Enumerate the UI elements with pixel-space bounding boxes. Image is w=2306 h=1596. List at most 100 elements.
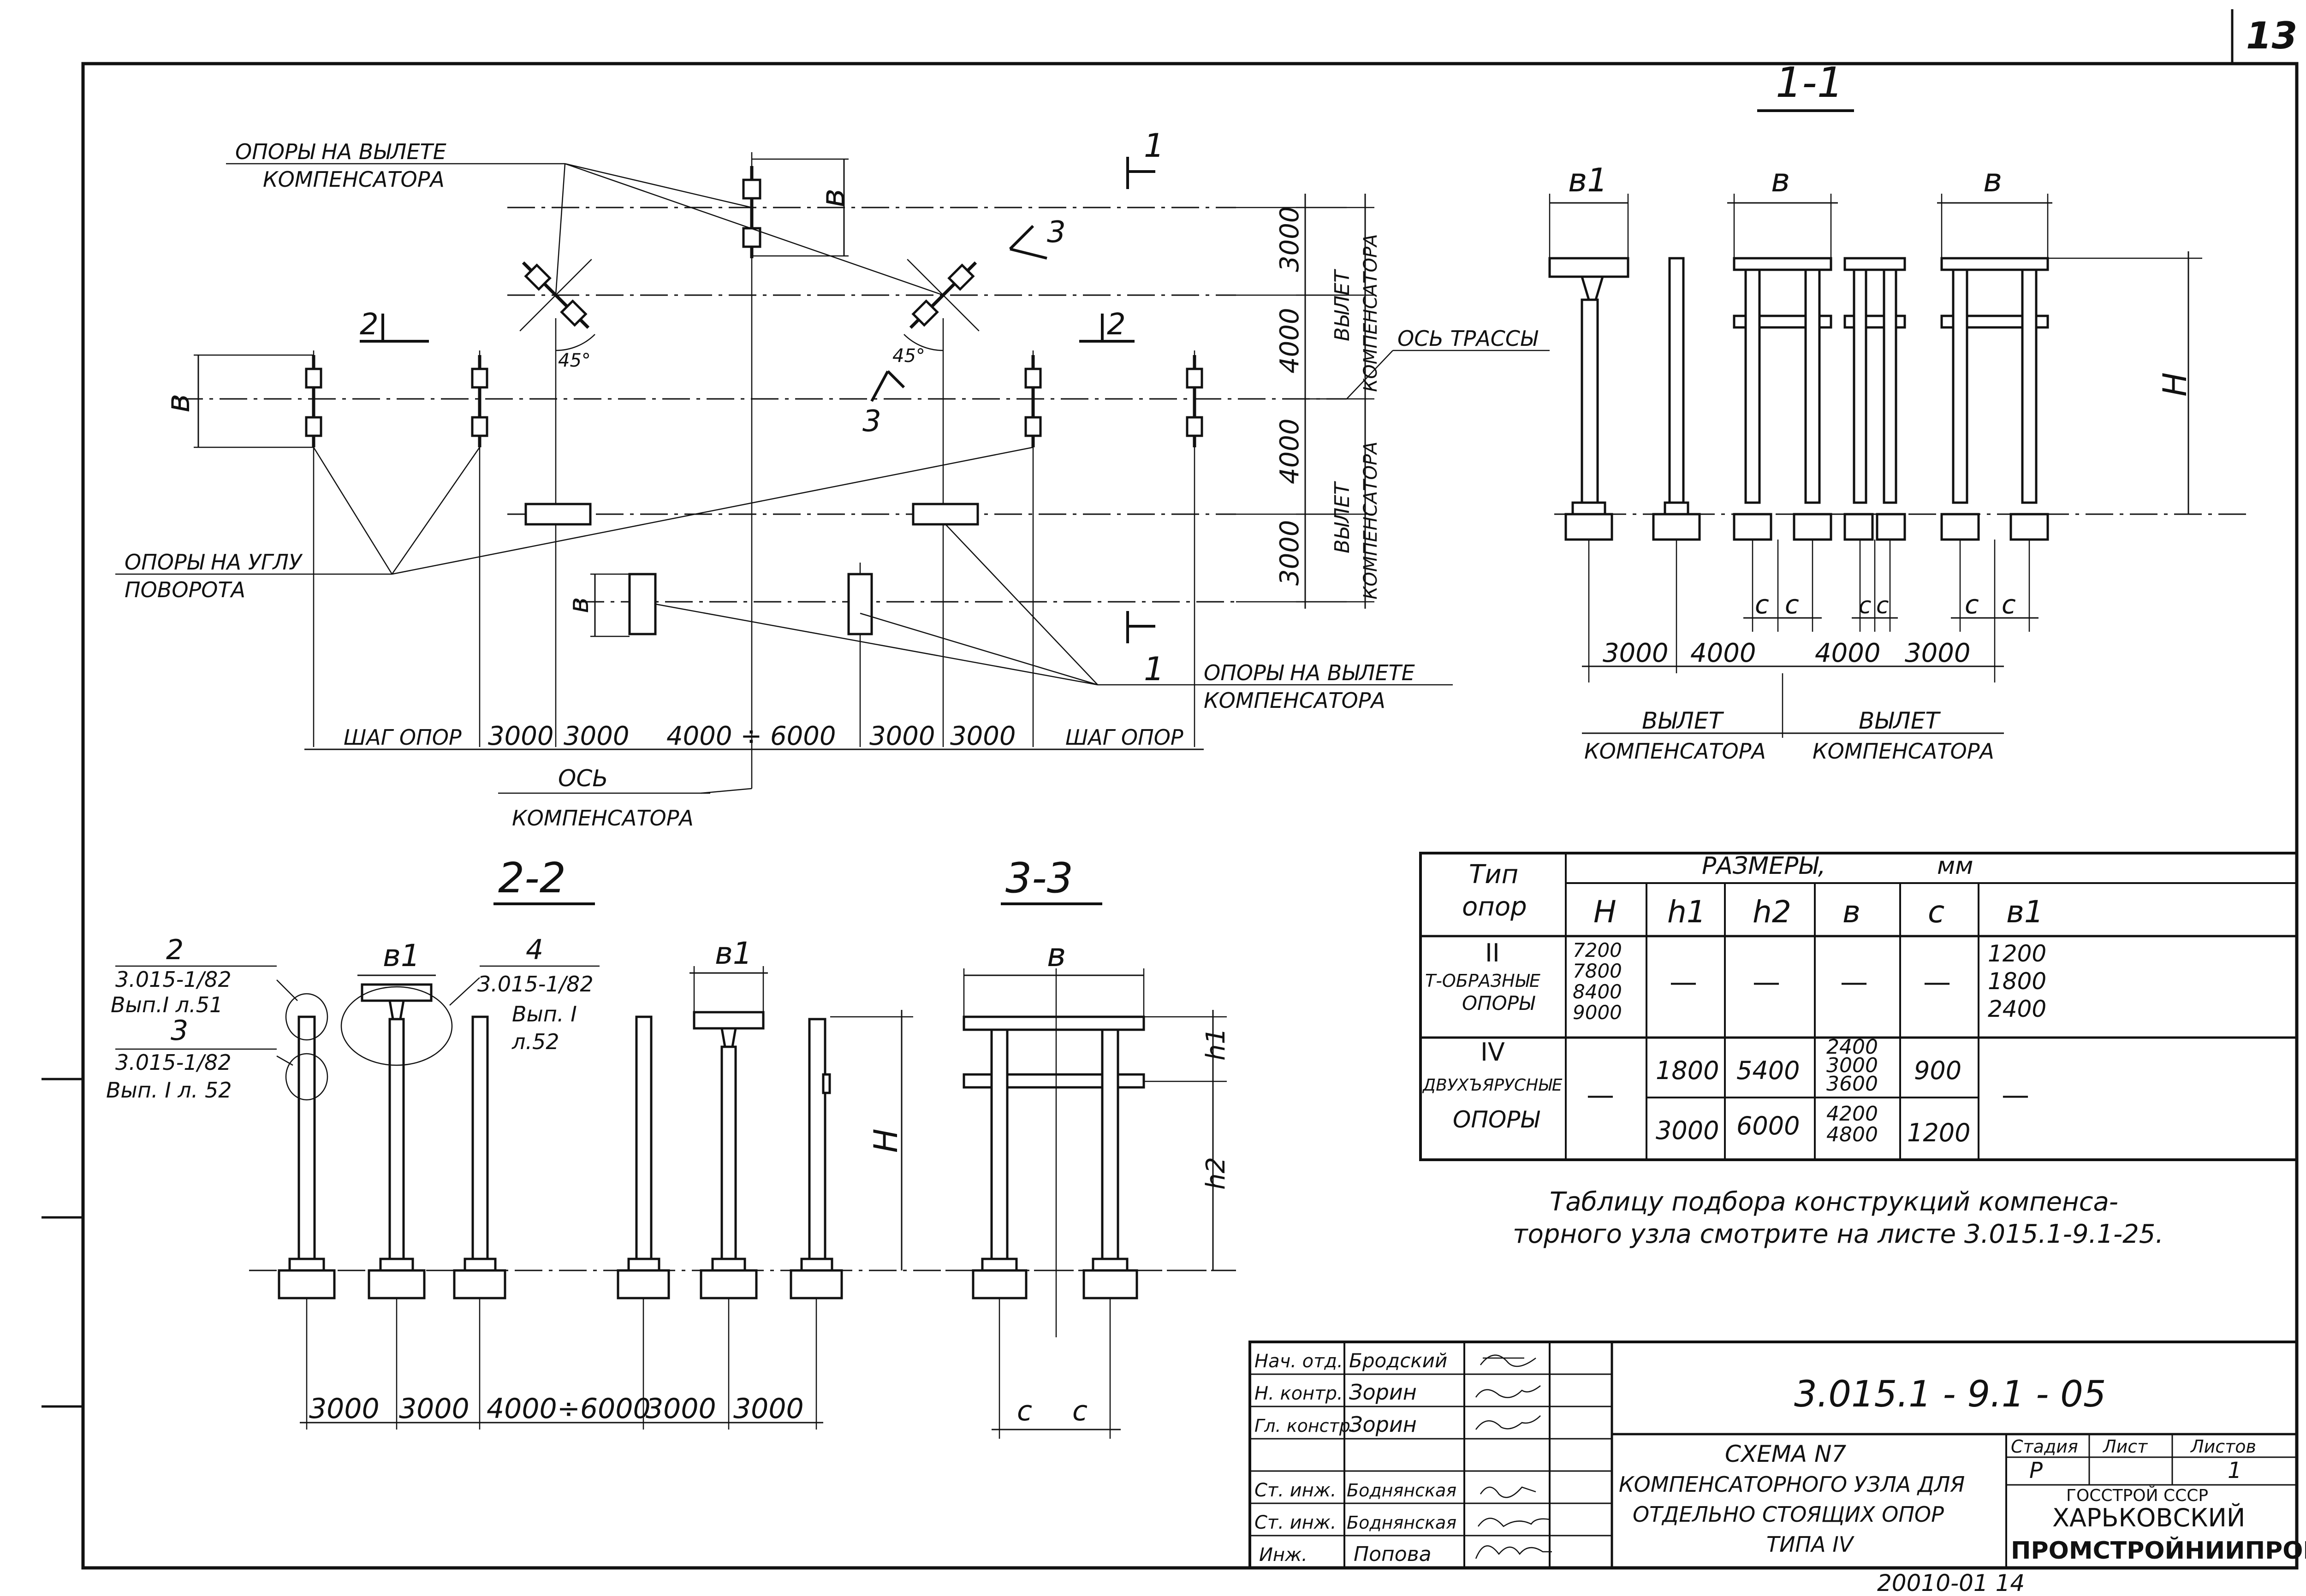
- s22-dim: 3000: [646, 1393, 716, 1425]
- svg-text:2: 2: [360, 308, 379, 342]
- label-supports-corner-1: ОПОРЫ НА УГЛУ: [125, 550, 303, 575]
- stamp-title-2: КОМПЕНСАТОРНОГО УЗЛА ДЛЯ: [1619, 1472, 1965, 1497]
- row2-name-2: ОПОРЫ: [1453, 1106, 1540, 1133]
- callout-3-ref-1: 3.015-1/82: [115, 1050, 232, 1075]
- t-support: [1548, 257, 1629, 541]
- section-3-3-title: 3-3: [1005, 854, 1073, 902]
- s11-label-c: с: [1876, 592, 1889, 619]
- s22-column: [453, 1015, 506, 1299]
- row2-h2-a: 5400: [1736, 1056, 1800, 1085]
- stamp-sheets-label: Листов: [2190, 1436, 2256, 1457]
- cut-mark-3-top: 3: [1009, 215, 1066, 260]
- s11-label-c: с: [1965, 590, 1979, 620]
- page-number: 13: [2246, 14, 2297, 57]
- svg-text:2: 2: [1107, 308, 1126, 342]
- plan-bottom-dim: 3000: [950, 721, 1016, 751]
- svg-text:1: 1: [1144, 650, 1165, 688]
- label-supports-cantilever-bottom-1: ОПОРЫ НА ВЫЛЕТЕ: [1204, 660, 1415, 685]
- s22-column: [278, 1015, 336, 1299]
- crossbar-support: [628, 573, 657, 635]
- plan-view: 45° 45° в в в 3000 4000 4000 3000 ВЫЛЕТ …: [115, 127, 1550, 831]
- section-2-2-title: 2-2: [498, 854, 566, 902]
- row2-b-a: 3600: [1826, 1072, 1878, 1096]
- stamp-org-3: ПРОМСТРОЙНИИПРОЕКТ: [2011, 1537, 2306, 1565]
- s11-komp-1: КОМПЕНСАТОРА: [1584, 739, 1766, 764]
- plan-bottom-dim: 3000: [488, 721, 554, 751]
- s11-label-c: с: [1755, 590, 1769, 620]
- plan-right-dim: 3000: [1275, 206, 1305, 272]
- row1-b1: 1800: [1988, 968, 2046, 995]
- row2-c-a: 900: [1914, 1056, 1961, 1085]
- plan-vylet-bottom: ВЫЛЕТ: [1331, 481, 1354, 553]
- plan-dim-b-top: в: [814, 189, 852, 208]
- section-1-1: 1-1: [1548, 59, 2246, 764]
- table-col-H: Н: [1593, 894, 1617, 930]
- stamp-sheet-label: Лист: [2102, 1436, 2148, 1457]
- sheet-frame: [42, 9, 2299, 1570]
- row1-H: 9000: [1573, 1001, 1622, 1024]
- s33-label-c: с: [1072, 1395, 1088, 1427]
- callout-3-ref-2: Вып. I л. 52: [106, 1078, 232, 1103]
- row1-H: 7800: [1573, 960, 1622, 982]
- row2-name-1: ДВУХЪЯРУСНЫЕ: [1422, 1076, 1563, 1095]
- callout-3: 3: [171, 1015, 188, 1047]
- plan-dim-b-bottom: в: [563, 597, 595, 613]
- corner-support: [1024, 355, 1042, 447]
- note-line-2: торного узла смотрите на листе 3.015.1-9…: [1513, 1219, 2163, 1249]
- row1-b1: 1200: [1988, 940, 2046, 967]
- s22-dim: 4000÷6000: [487, 1393, 651, 1425]
- row2-b1: —: [2002, 1079, 2029, 1111]
- callout-2: 2: [166, 934, 184, 966]
- s22-dim: 3000: [733, 1393, 804, 1425]
- section-2-2: 2-2: [106, 854, 1236, 1430]
- row1-H: 7200: [1573, 939, 1622, 961]
- sizes-table: Тип опор РАЗМЕРЫ, мм Н h1 h2 в с в1 II Т…: [1419, 852, 2298, 1161]
- s22-label-H: Н: [867, 1128, 905, 1153]
- s11-dim: 3000: [1905, 638, 1971, 668]
- s22-label-b1: в1: [383, 938, 420, 973]
- s22-dim: 3000: [309, 1393, 380, 1425]
- row2-h2-b: 6000: [1736, 1111, 1800, 1140]
- cut-mark-3-bottom: 3: [862, 370, 905, 439]
- note-line-1: Таблицу подбора конструкций компенса-: [1550, 1187, 2118, 1217]
- comp-axis-label-1: ОСЬ: [558, 765, 608, 792]
- section-1-1-title: 1-1: [1776, 59, 1843, 107]
- angle-label-right: 45°: [892, 345, 925, 367]
- row2-h1-a: 1800: [1656, 1056, 1719, 1085]
- stamp-title-4: ТИПА IV: [1766, 1532, 1855, 1557]
- stamp-name: Зорин: [1349, 1380, 1417, 1405]
- svg-text:1: 1: [1144, 127, 1165, 165]
- s11-label-b: в: [1771, 161, 1790, 199]
- row2-c-b: 1200: [1907, 1118, 1970, 1147]
- stamp-stage-label: Стадия: [2011, 1436, 2078, 1457]
- row1-name-2: ОПОРЫ: [1462, 992, 1535, 1015]
- row2-num: IV: [1480, 1038, 1505, 1067]
- svg-text:3: 3: [1047, 215, 1066, 249]
- plan-right-dim: 4000: [1275, 308, 1305, 374]
- label-supports-cantilever-top-1: ОПОРЫ НА ВЫЛЕТЕ: [235, 139, 446, 164]
- crossbar-support: [524, 503, 592, 526]
- table-col-h1: h1: [1667, 894, 1706, 930]
- s11-label-c: с: [1859, 592, 1872, 619]
- callout-2-ref-1: 3.015-1/82: [115, 967, 232, 992]
- s33-label-h2: h2: [1201, 1157, 1231, 1190]
- row1-dash: —: [1753, 966, 1780, 998]
- row2-b-b: 4800: [1826, 1123, 1878, 1146]
- plan-dim-b-left: в: [159, 394, 197, 413]
- stamp-name: Бродский: [1349, 1349, 1447, 1372]
- stamp-role: Ст. инж.: [1254, 1480, 1337, 1501]
- stamp-stage: Р: [2029, 1458, 2043, 1483]
- comp-axis-label-2: КОМПЕНСАТОРА: [512, 806, 694, 831]
- s11-vylet-1: ВЫЛЕТ: [1642, 707, 1724, 734]
- cantilever-support-top: [742, 166, 761, 258]
- stamp-title-1: СХЕМА N7: [1725, 1441, 1846, 1467]
- stamp-doc-code: 3.015.1 - 9.1 - 05: [1794, 1374, 2106, 1415]
- row1-dash: —: [1840, 966, 1868, 998]
- plan-bottom-dim: 3000: [869, 721, 935, 751]
- svg-text:3: 3: [862, 404, 881, 439]
- stamp-role: Гл. констр.: [1254, 1416, 1356, 1436]
- plan-bottom-dim-step-left: ШАГ ОПОР: [344, 725, 462, 750]
- s22-column: [617, 1015, 670, 1299]
- plan-komp-top: КОМПЕНСАТОРА: [1360, 234, 1381, 392]
